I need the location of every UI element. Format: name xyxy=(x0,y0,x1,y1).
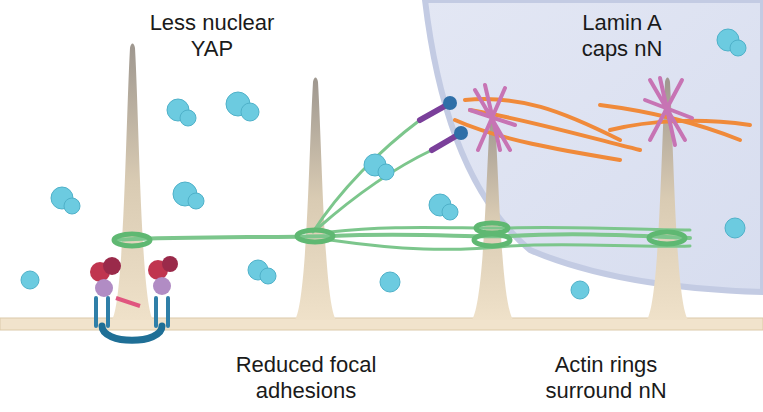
lamin-a xyxy=(455,78,750,160)
nanoneedles xyxy=(112,44,688,321)
annotation-label: Actin rings surround nN xyxy=(536,352,676,404)
annotation-label: Lamin A caps nN xyxy=(566,10,678,62)
annotation-label: Reduced focal adhesions xyxy=(224,352,389,404)
focal-adhesion xyxy=(90,256,178,340)
yap-protein xyxy=(21,29,746,299)
actin-rings xyxy=(114,223,685,246)
annotation-label: Less nuclear YAP xyxy=(137,10,287,62)
